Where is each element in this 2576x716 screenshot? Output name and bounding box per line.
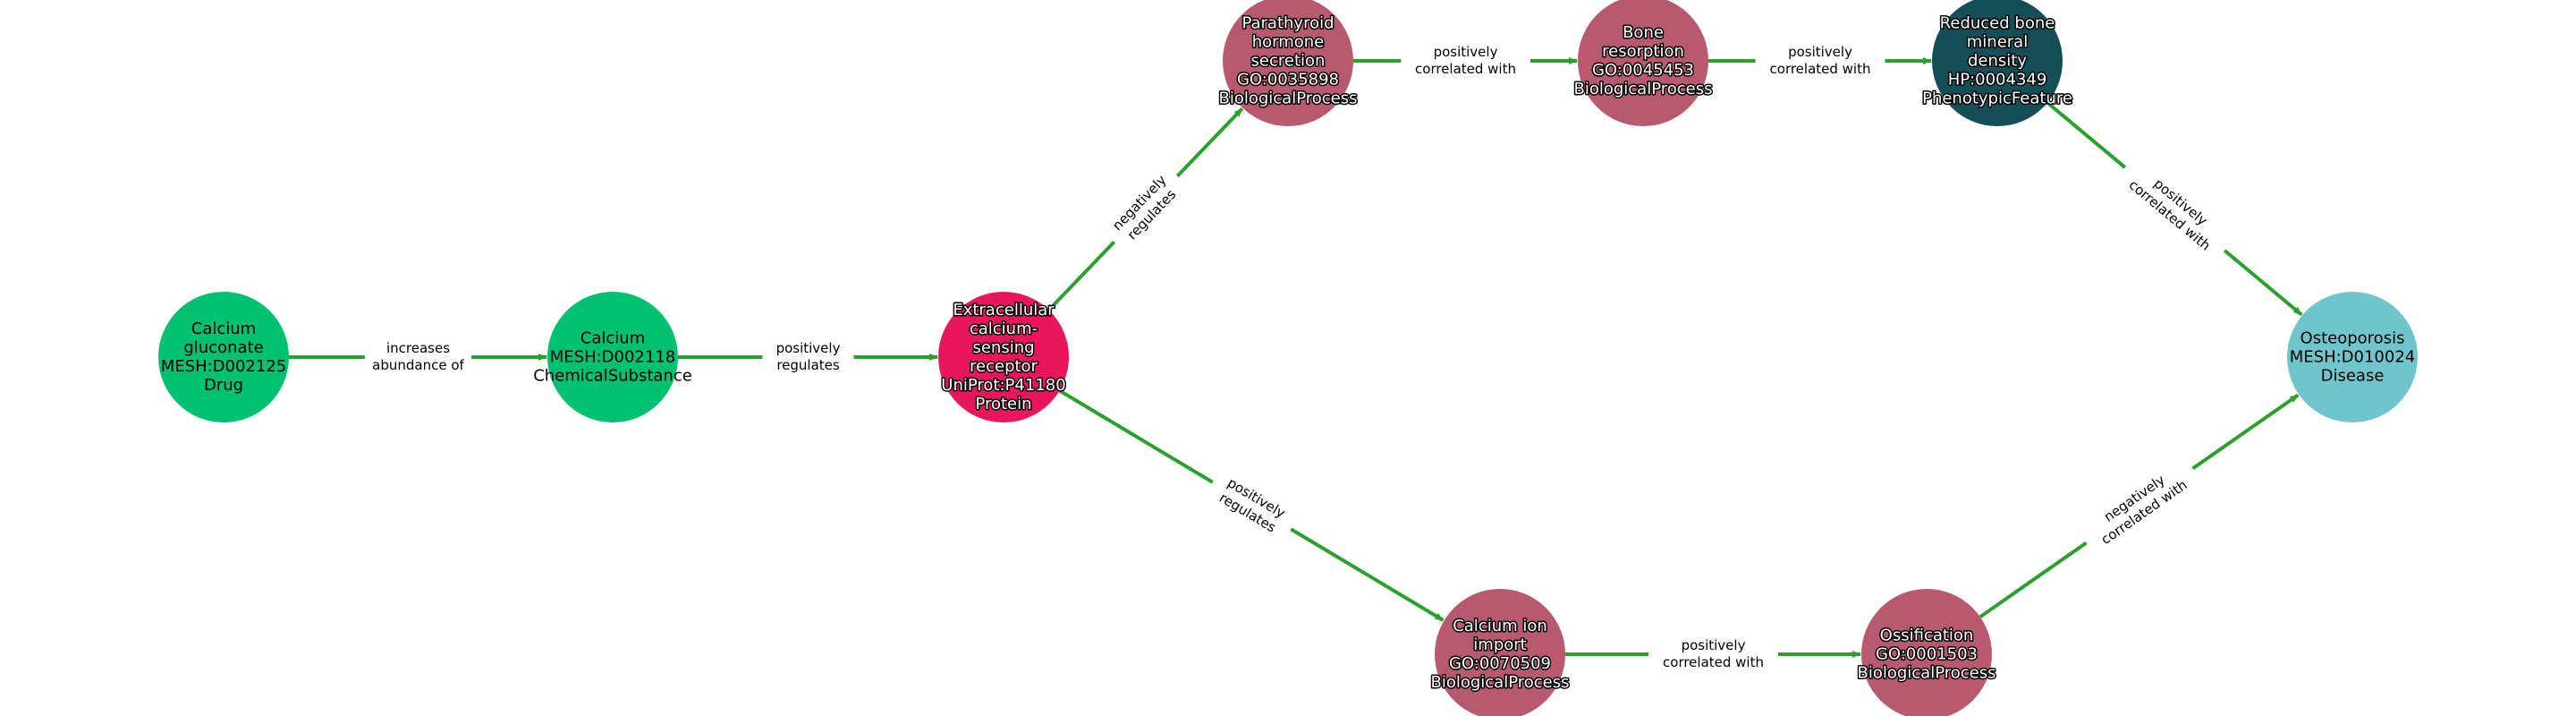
edge-label-background	[364, 338, 472, 376]
node-circle	[938, 292, 1069, 422]
node-label-line: import	[1473, 635, 1526, 654]
node-reduced-bmd[interactable]: Reduced bonemineraldensityHP:0004349Phen…	[1921, 0, 2073, 126]
node-label-line: hormone	[1252, 33, 1325, 52]
node-label-line: receptor	[970, 357, 1038, 376]
node-label-line: BiologicalProcess	[1573, 80, 1712, 98]
node-label-line: Reduced bone	[1940, 14, 2055, 33]
edge-label-background	[1755, 42, 1885, 80]
node-label-line: Drug	[204, 376, 243, 395]
node-label-line: calcium-	[970, 320, 1038, 338]
node-label-line: sensing	[972, 338, 1034, 357]
edge-label-line: correlated with	[1770, 61, 1871, 77]
edge-label-background	[2075, 453, 2204, 558]
node-label-line: Parathyroid	[1241, 14, 1334, 33]
edge-label-line: correlated with	[1415, 61, 1516, 77]
edge-label-line: positively	[1682, 637, 1746, 653]
edge-label-background	[1648, 635, 1778, 673]
node-label-line: Osteoporosis	[2301, 329, 2405, 348]
node-label-line: GO:0001503	[1876, 645, 1978, 664]
node-label-line: Disease	[2321, 367, 2385, 386]
node-label-line: density	[1968, 52, 2027, 71]
edge-label-line: correlated with	[1663, 654, 1764, 670]
node-label-line: Extracellular	[953, 301, 1055, 320]
node-circle	[1578, 0, 1708, 126]
node-label-line: HP:0004349	[1948, 71, 2047, 90]
edge-label-background	[2113, 152, 2237, 266]
edge-label-line: positively	[776, 340, 841, 356]
edge-label-line: regulates	[776, 357, 840, 373]
edge-label-line: positively	[1434, 44, 1498, 60]
node-circle	[1861, 589, 1992, 716]
node-label-line: ChemicalSubstance	[533, 367, 692, 386]
node-label-line: PhenotypicFeature	[1922, 90, 2072, 108]
node-label-line: gluconate	[183, 338, 263, 357]
node-label-line: GO:0070509	[1449, 654, 1551, 673]
edge-label-background	[762, 338, 854, 376]
node-label-line: BiologicalProcess	[1218, 90, 1357, 108]
node-label-line: GO:0035898	[1237, 71, 1339, 90]
node-label-line: Calcium ion	[1453, 617, 1547, 635]
node-label-line: UniProt:P41180	[941, 376, 1065, 395]
node-circle	[547, 292, 678, 422]
edge-label-background	[1401, 42, 1530, 80]
node-label-line: Bone	[1623, 23, 1664, 42]
node-bone-resorption[interactable]: BoneresorptionGO:0045453BiologicalProces…	[1572, 0, 1714, 126]
node-circle	[1435, 589, 1565, 716]
edge-label-line: abundance of	[372, 357, 464, 373]
nodes-layer: CalciumgluconateMESH:D002125DrugCalciumM…	[158, 0, 2418, 716]
node-label-line: secretion	[1251, 52, 1326, 71]
node-circle	[158, 292, 289, 422]
edge-label-background	[1202, 465, 1301, 546]
node-label-line: MESH:D010024	[2290, 348, 2416, 367]
node-label-line: MESH:D002118	[550, 348, 676, 367]
node-label-line: mineral	[1967, 33, 2028, 52]
edge-label-background	[1100, 163, 1191, 255]
node-circle	[1932, 0, 2063, 126]
node-label-line: Ossification	[1880, 626, 1974, 645]
edge-label-line: positively	[1788, 44, 1852, 60]
edge-label-line: increases	[386, 340, 450, 356]
node-calcium-ion-import[interactable]: Calcium ionimportGO:0070509BiologicalPro…	[1429, 589, 1571, 716]
node-label-line: BiologicalProcess	[1857, 664, 1996, 683]
node-label-line: Calcium	[191, 320, 256, 338]
node-circle	[2287, 292, 2418, 422]
node-label-line: resorption	[1602, 42, 1684, 61]
node-circle	[1223, 0, 1353, 126]
node-label-line: Calcium	[580, 329, 645, 348]
node-label-line: BiologicalProcess	[1430, 673, 1569, 692]
node-pth-secretion[interactable]: ParathyroidhormonesecretionGO:0035898Bio…	[1217, 0, 1359, 126]
node-label-line: Protein	[975, 395, 1031, 413]
node-label-line: GO:0045453	[1592, 61, 1694, 80]
node-casr[interactable]: Extracellularcalcium-sensingreceptorUniP…	[938, 292, 1069, 422]
node-label-line: MESH:D002125	[161, 357, 287, 376]
